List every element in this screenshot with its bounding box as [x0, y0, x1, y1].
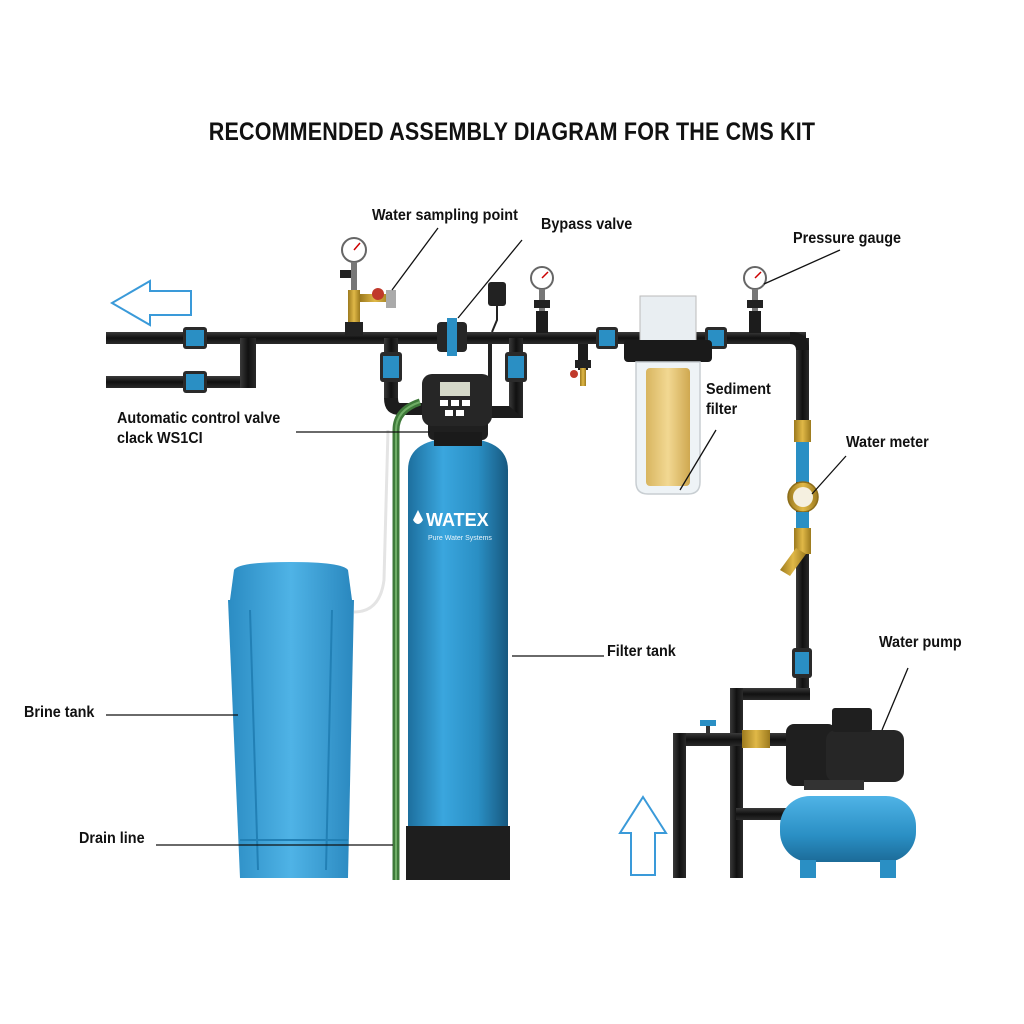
- label-pressure-gauge: Pressure gauge: [793, 230, 902, 247]
- outlet-arrow-icon: [110, 279, 192, 327]
- pressure-tank: [780, 796, 916, 878]
- filter-tank: [406, 438, 510, 880]
- water-meter: [780, 420, 819, 678]
- automatic-control-valve: [422, 374, 492, 446]
- label-bypass-valve: Bypass valve: [541, 216, 633, 233]
- brand-tagline: Pure Water Systems: [428, 535, 492, 542]
- label-drain-line: Drain line: [79, 830, 145, 847]
- label-water-pump: Water pump: [879, 634, 962, 651]
- label-control-valve: Automatic control valve clack WS1CI: [117, 409, 280, 449]
- drain-line: [392, 398, 422, 880]
- water-pump: [786, 708, 904, 790]
- label-water-meter: Water meter: [846, 434, 929, 451]
- label-sediment-filter-line2: filter: [706, 401, 738, 418]
- pump-piping: [673, 688, 810, 878]
- label-brine-tank: Brine tank: [24, 704, 95, 721]
- label-water-sampling-point: Water sampling point: [372, 207, 518, 224]
- drain-tap: [570, 344, 591, 386]
- label-control-valve-line1: Automatic control valve: [117, 410, 281, 427]
- water-sampling-point: [340, 237, 396, 336]
- label-sediment-filter: Sediment filter: [706, 380, 771, 420]
- label-sediment-filter-line1: Sediment: [706, 381, 771, 398]
- label-control-valve-line2: clack WS1CI: [117, 430, 203, 447]
- bypass-valve: [437, 282, 506, 384]
- page-title: RECOMMENDED ASSEMBLY DIAGRAM FOR THE CMS…: [208, 118, 816, 146]
- leader-lines: [106, 227, 909, 846]
- inlet-arrow-icon: [618, 795, 668, 876]
- bypass-piping: [380, 338, 527, 418]
- brand-name: WATEX: [426, 510, 489, 530]
- pressure-gauge-icon: [530, 266, 554, 333]
- pressure-gauge-icon: [743, 266, 767, 333]
- brine-tank: [228, 429, 390, 878]
- sediment-filter: [624, 295, 712, 495]
- label-filter-tank: Filter tank: [607, 643, 676, 660]
